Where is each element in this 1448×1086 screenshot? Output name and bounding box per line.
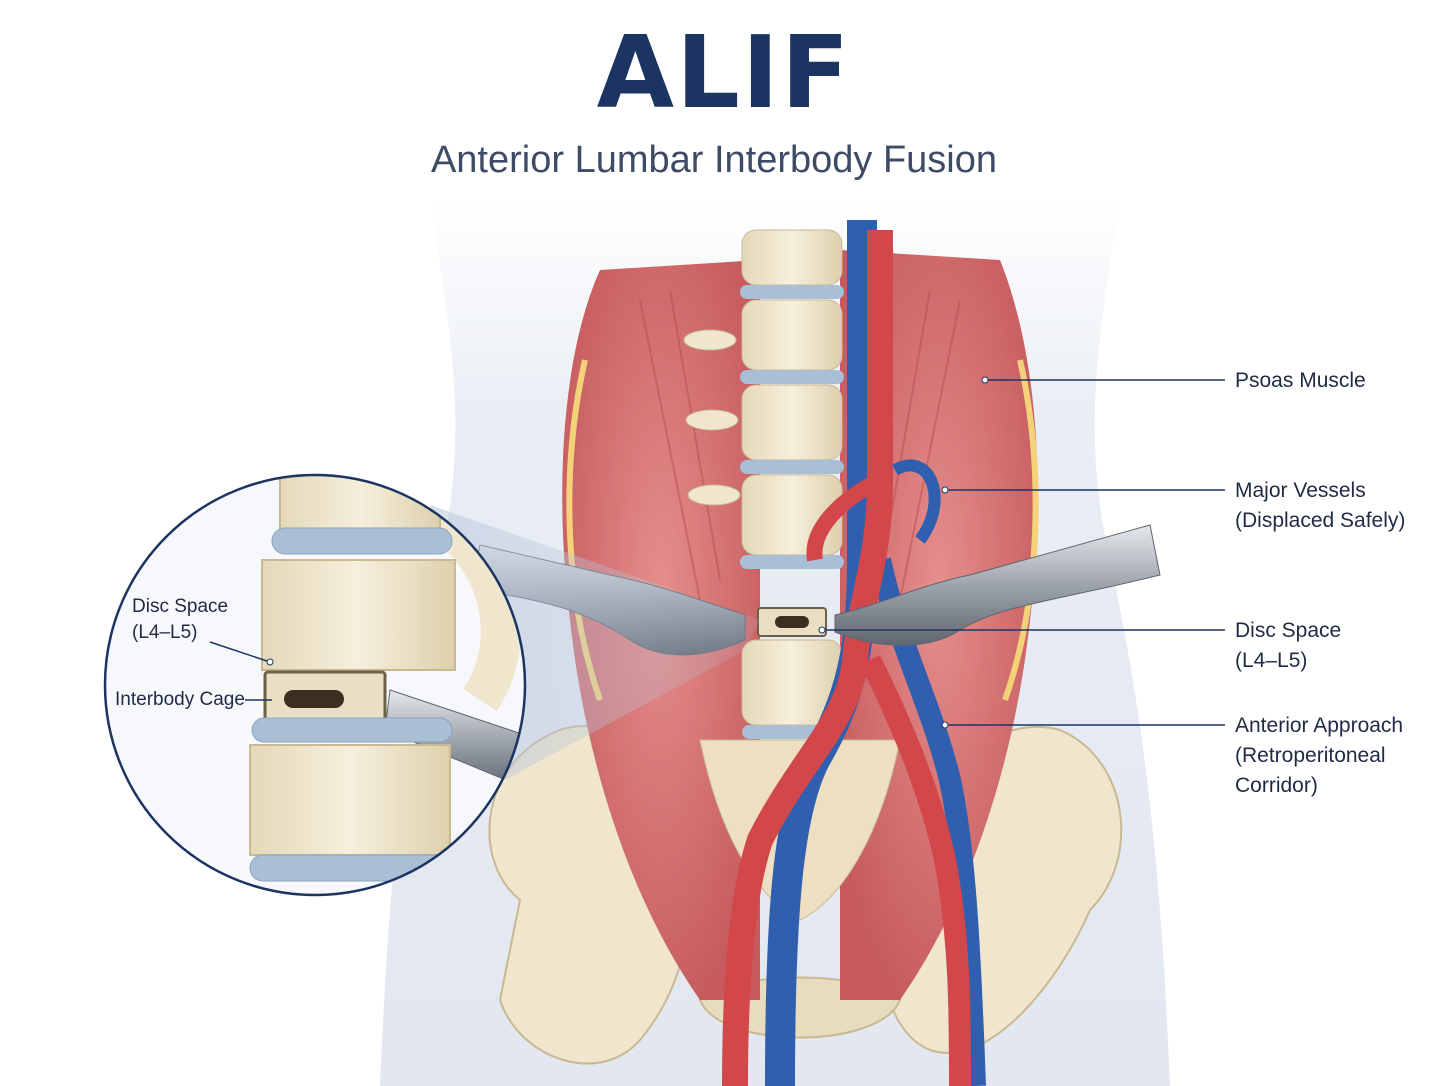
label-vessels-line-2: (Displaced Safely) [1235,509,1406,532]
label-anterior-approach: Anterior Approach (Retroperitoneal Corri… [1235,711,1403,801]
page-subtitle: Anterior Lumbar Interbody Fusion [430,139,998,181]
leader-disc-space-dot [818,626,826,634]
detail-inset [103,473,527,897]
inset-disc-line-1: Disc Space [132,596,229,617]
label-approach-line-3: Corridor) [1235,774,1318,797]
label-approach-line-2: (Retroperitoneal [1235,744,1386,767]
inset-label-interbody-cage: Interbody Cage [115,687,245,713]
leader-approach-dot [941,721,949,729]
leader-lines [209,376,1225,729]
label-major-vessels: Major Vessels (Displaced Safely) [1235,476,1405,536]
label-psoas-muscle: Psoas Muscle [1235,366,1366,396]
label-disc-space: Disc Space (L4–L5) [1235,616,1341,676]
inset-label-disc-space: Disc Space (L4–L5) [132,594,228,646]
leader-inset-disc [209,641,271,663]
label-vessels-line-1: Major Vessels [1235,479,1366,502]
label-psoas-line-1: Psoas Muscle [1235,369,1366,392]
leader-psoas-dot [981,376,989,384]
label-disc-line-1: Disc Space [1235,619,1342,642]
interbody-cage [757,607,827,637]
inset-cage-line-1: Interbody Cage [115,689,245,710]
label-disc-line-2: (L4–L5) [1235,649,1308,672]
page-title: ALIF [596,14,852,131]
inset-disc-line-2: (L4–L5) [132,622,198,643]
label-approach-line-1: Anterior Approach [1235,714,1404,737]
leader-vessels-dot [941,486,949,494]
leader-inset-disc-dot [266,658,274,666]
